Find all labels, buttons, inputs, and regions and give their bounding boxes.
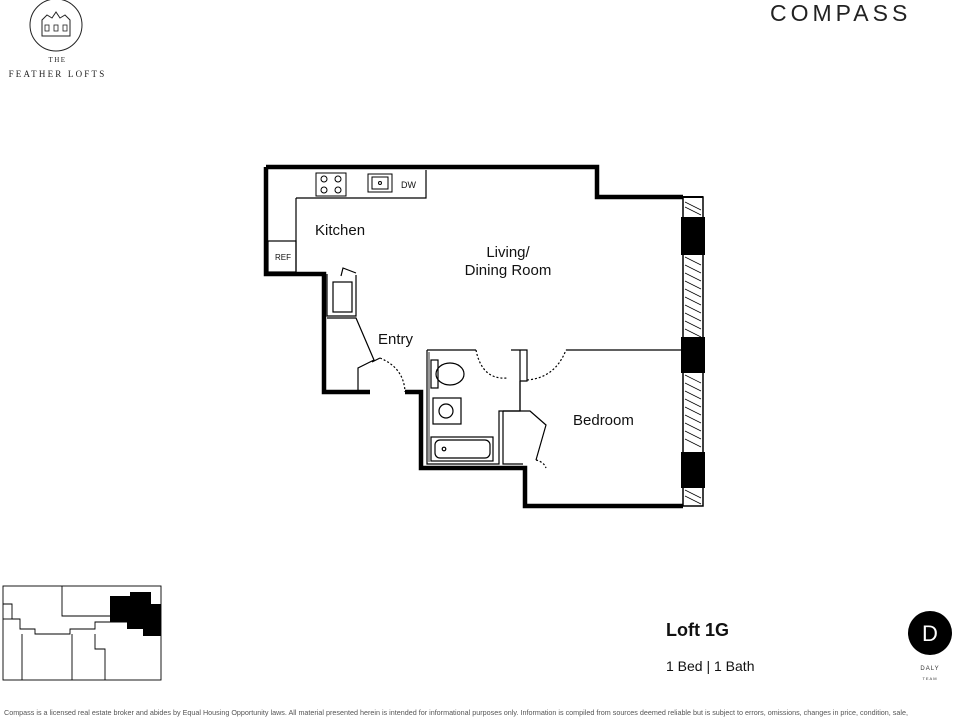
room-entry: Entry (378, 331, 414, 348)
ref-label: REF (275, 253, 291, 262)
dw-label: DW (401, 180, 416, 190)
room-living-line2: Dining Room (465, 262, 552, 279)
brand-the: THE (48, 56, 67, 64)
brand-name: FEATHER LOFTS (8, 69, 107, 79)
feather-lofts-logo: THE FEATHER LOFTS (0, 0, 115, 82)
compass-logo: COMPASS (770, 0, 912, 26)
team-monogram: D (922, 621, 938, 646)
unit-name: Loft 1G (666, 620, 729, 640)
team-name: DALY (920, 666, 940, 672)
key-plan (2, 585, 162, 681)
unit-beds-baths: 1 Bed | 1 Bath (666, 658, 755, 674)
team-subtitle: TEAM (922, 676, 938, 681)
room-living-line1: Living/ (486, 244, 530, 261)
room-kitchen: Kitchen (315, 222, 365, 239)
disclaimer: Compass is a licensed real estate broker… (4, 708, 908, 717)
team-logo-icon: D (908, 611, 952, 655)
room-bedroom: Bedroom (573, 412, 634, 429)
